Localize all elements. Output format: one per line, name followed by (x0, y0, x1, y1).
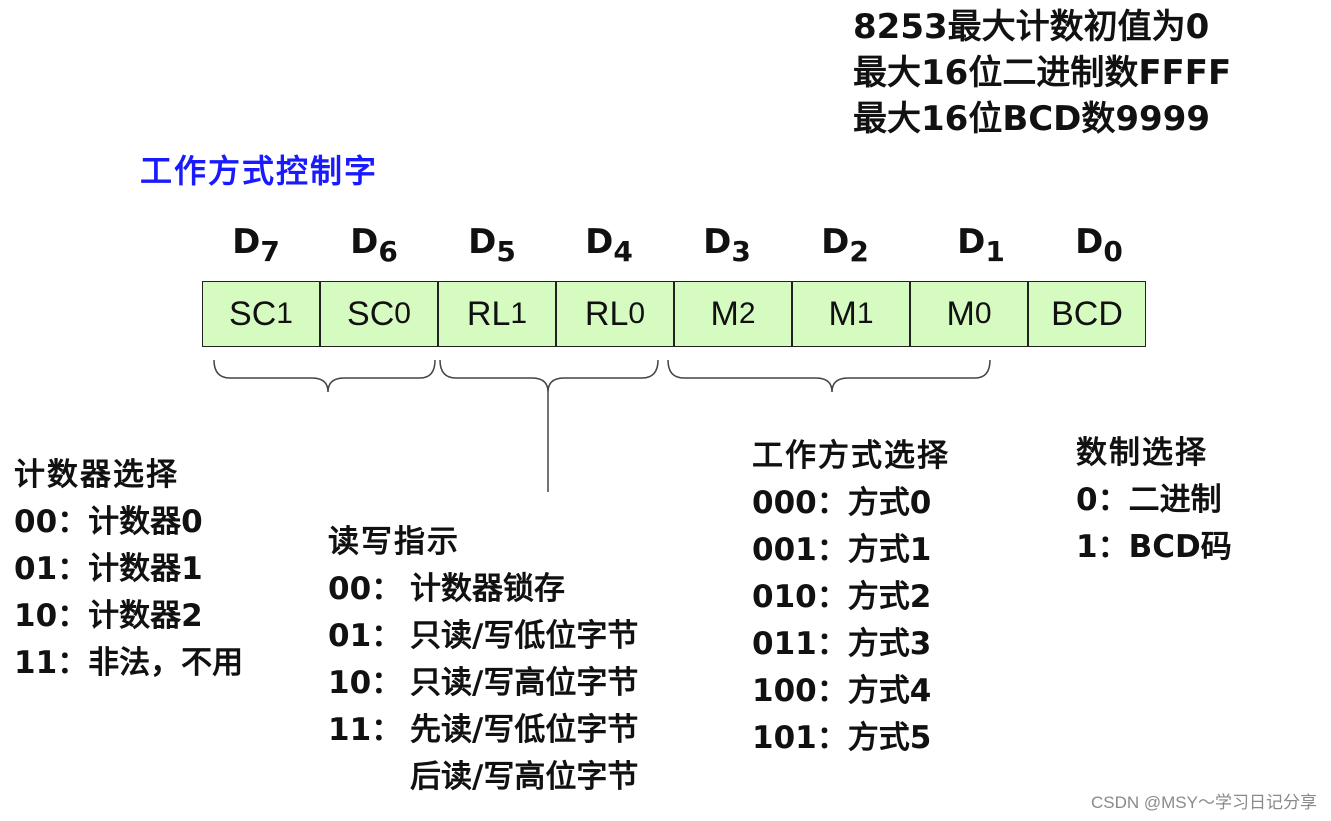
bit-header: D1 (957, 222, 1005, 268)
diagram-title: 工作方式控制字 (140, 152, 379, 190)
list-item: 00：计数器锁存 (328, 571, 565, 607)
mode-select-group: 工作方式选择 000：方式0 001：方式1 010：方式2 011：方式3 1… (752, 433, 950, 762)
list-item: 100：方式4 (752, 673, 932, 709)
list-item: 010：方式2 (752, 579, 932, 615)
brace-rw-select (439, 359, 659, 393)
list-item: 01：只读/写低位字节 (328, 618, 639, 654)
list-item: 101：方式5 (752, 720, 932, 756)
group-header: 计数器选择 (14, 457, 179, 493)
list-item: 1：BCD码 (1076, 529, 1232, 565)
list-item: 10：只读/写高位字节 (328, 665, 639, 701)
list-item: 011：方式3 (752, 626, 932, 662)
list-item: 11：非法，不用 (14, 645, 244, 681)
list-item: 10：计数器2 (14, 598, 203, 634)
group-header: 数制选择 (1076, 435, 1208, 471)
group-header: 读写指示 (328, 524, 460, 560)
list-item: 11：先读/写低位字节 (328, 712, 639, 748)
brace-mode-select (667, 359, 991, 393)
list-item: 0：二进制 (1076, 482, 1222, 518)
bit-header: D6 (350, 222, 398, 268)
watermark: CSDN @MSY～学习日记分享 (1091, 793, 1317, 812)
notes-block: 8253最大计数初值为0 最大16位二进制数FFFF 最大16位BCD数9999 (853, 4, 1231, 142)
register-cell: BCD (1028, 281, 1146, 347)
bcd-select-group: 数制选择 0：二进制 1：BCD码 (1076, 430, 1232, 571)
bit-header: D5 (468, 222, 516, 268)
counter-select-group: 计数器选择 00：计数器0 01：计数器1 10：计数器2 11：非法，不用 (14, 452, 243, 687)
list-item: 001：方式1 (752, 532, 932, 568)
rw-select-group: 读写指示 00：计数器锁存 01：只读/写低位字节 10：只读/写高位字节 11… (328, 519, 638, 801)
note-line: 8253最大计数初值为0 (853, 7, 1210, 47)
list-item: 01：计数器1 (14, 551, 203, 587)
list-item: 00：计数器0 (14, 504, 203, 540)
note-line: 最大16位BCD数9999 (853, 99, 1211, 139)
list-item: 000：方式0 (752, 485, 932, 521)
bit-header: D7 (232, 222, 280, 268)
list-item: 后读/写高位字节 (410, 759, 639, 795)
group-header: 工作方式选择 (752, 438, 950, 474)
bit-header: D2 (821, 222, 869, 268)
note-line: 最大16位二进制数FFFF (853, 53, 1232, 93)
bit-header: D4 (585, 222, 633, 268)
brace-counter-select (213, 359, 436, 393)
bit-header: D0 (1075, 222, 1123, 268)
bit-header: D3 (703, 222, 751, 268)
